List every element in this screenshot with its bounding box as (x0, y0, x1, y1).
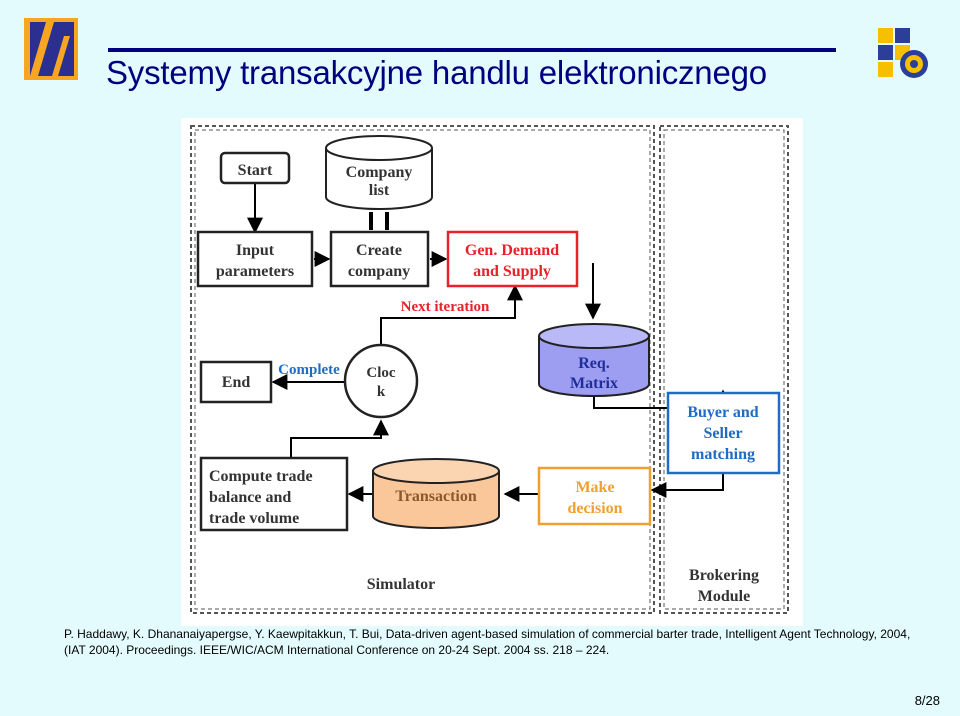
node-make-decision-line2: decision (567, 500, 622, 517)
node-input-parameters (196, 230, 314, 288)
node-gen-demand-supply-line1: Gen. Demand (465, 242, 559, 259)
node-clock-line1: Cloc (366, 365, 396, 381)
node-clock-line2: k (377, 384, 386, 400)
node-end-label: End (222, 374, 251, 391)
faculty-logo-right-icon (876, 26, 932, 84)
node-clock (343, 343, 419, 419)
node-buyer-seller-matching (666, 391, 781, 475)
node-create-company-line1: Create (356, 242, 402, 259)
node-input-parameters-line1: Input (236, 242, 275, 259)
simulator-label: Simulator (367, 576, 435, 593)
edge-label-complete: Complete (278, 362, 340, 378)
edge-next-iteration (380, 284, 523, 350)
node-gen-demand-supply (446, 230, 579, 288)
node-buyer-seller-matching-line1: Buyer and (687, 404, 758, 421)
node-end (199, 360, 273, 404)
node-req-matrix (538, 323, 650, 397)
node-req-matrix-line1: Req. (578, 355, 610, 372)
brokering-module-label-line1: Brokering (689, 567, 759, 584)
node-company-list-line1: Company (346, 164, 413, 181)
edge-broker-to-decision (650, 473, 724, 498)
university-logo-left-icon (24, 18, 78, 80)
node-compute-trade-line3: trade volume (209, 510, 299, 527)
node-company-list (325, 135, 433, 210)
node-create-company (329, 230, 430, 288)
node-make-decision-line1: Make (575, 479, 614, 496)
node-compute-trade (199, 456, 349, 532)
reference-citation: P. Haddawy, K. Dhananaiyapergse, Y. Kaew… (64, 627, 911, 657)
node-compute-trade-line1: Compute trade (209, 468, 313, 485)
node-compute-trade-line2: balance and (209, 489, 291, 506)
simulation-flow-diagram: Start Company list Input parameters Crea… (181, 118, 803, 626)
title-underline (108, 48, 836, 52)
node-input-parameters-line2: parameters (216, 263, 294, 280)
node-create-company-line2: company (348, 263, 410, 280)
edge-label-next-iteration: Next iteration (401, 299, 490, 315)
node-gen-demand-supply-line2: and Supply (473, 263, 551, 280)
brokering-boundary (659, 125, 789, 614)
node-start-label: Start (238, 162, 273, 179)
edge-compute-to-clock (290, 419, 389, 458)
node-transaction (372, 458, 500, 529)
node-transaction-label: Transaction (395, 488, 477, 505)
node-buyer-seller-matching-line2: Seller (703, 425, 742, 442)
slide-title: Systemy transakcyjne handlu elektroniczn… (106, 54, 767, 91)
node-make-decision (537, 466, 652, 526)
node-start (219, 151, 291, 185)
page-number: 8/28 (914, 693, 940, 708)
brokering-boundary-inner (663, 129, 785, 610)
node-req-matrix-line2: Matrix (570, 375, 618, 392)
node-company-list-line2: list (369, 182, 390, 199)
brokering-module-label-line2: Module (698, 588, 750, 605)
diagram-background (181, 118, 803, 626)
node-buyer-seller-matching-line3: matching (691, 446, 755, 463)
simulator-boundary (190, 125, 655, 614)
